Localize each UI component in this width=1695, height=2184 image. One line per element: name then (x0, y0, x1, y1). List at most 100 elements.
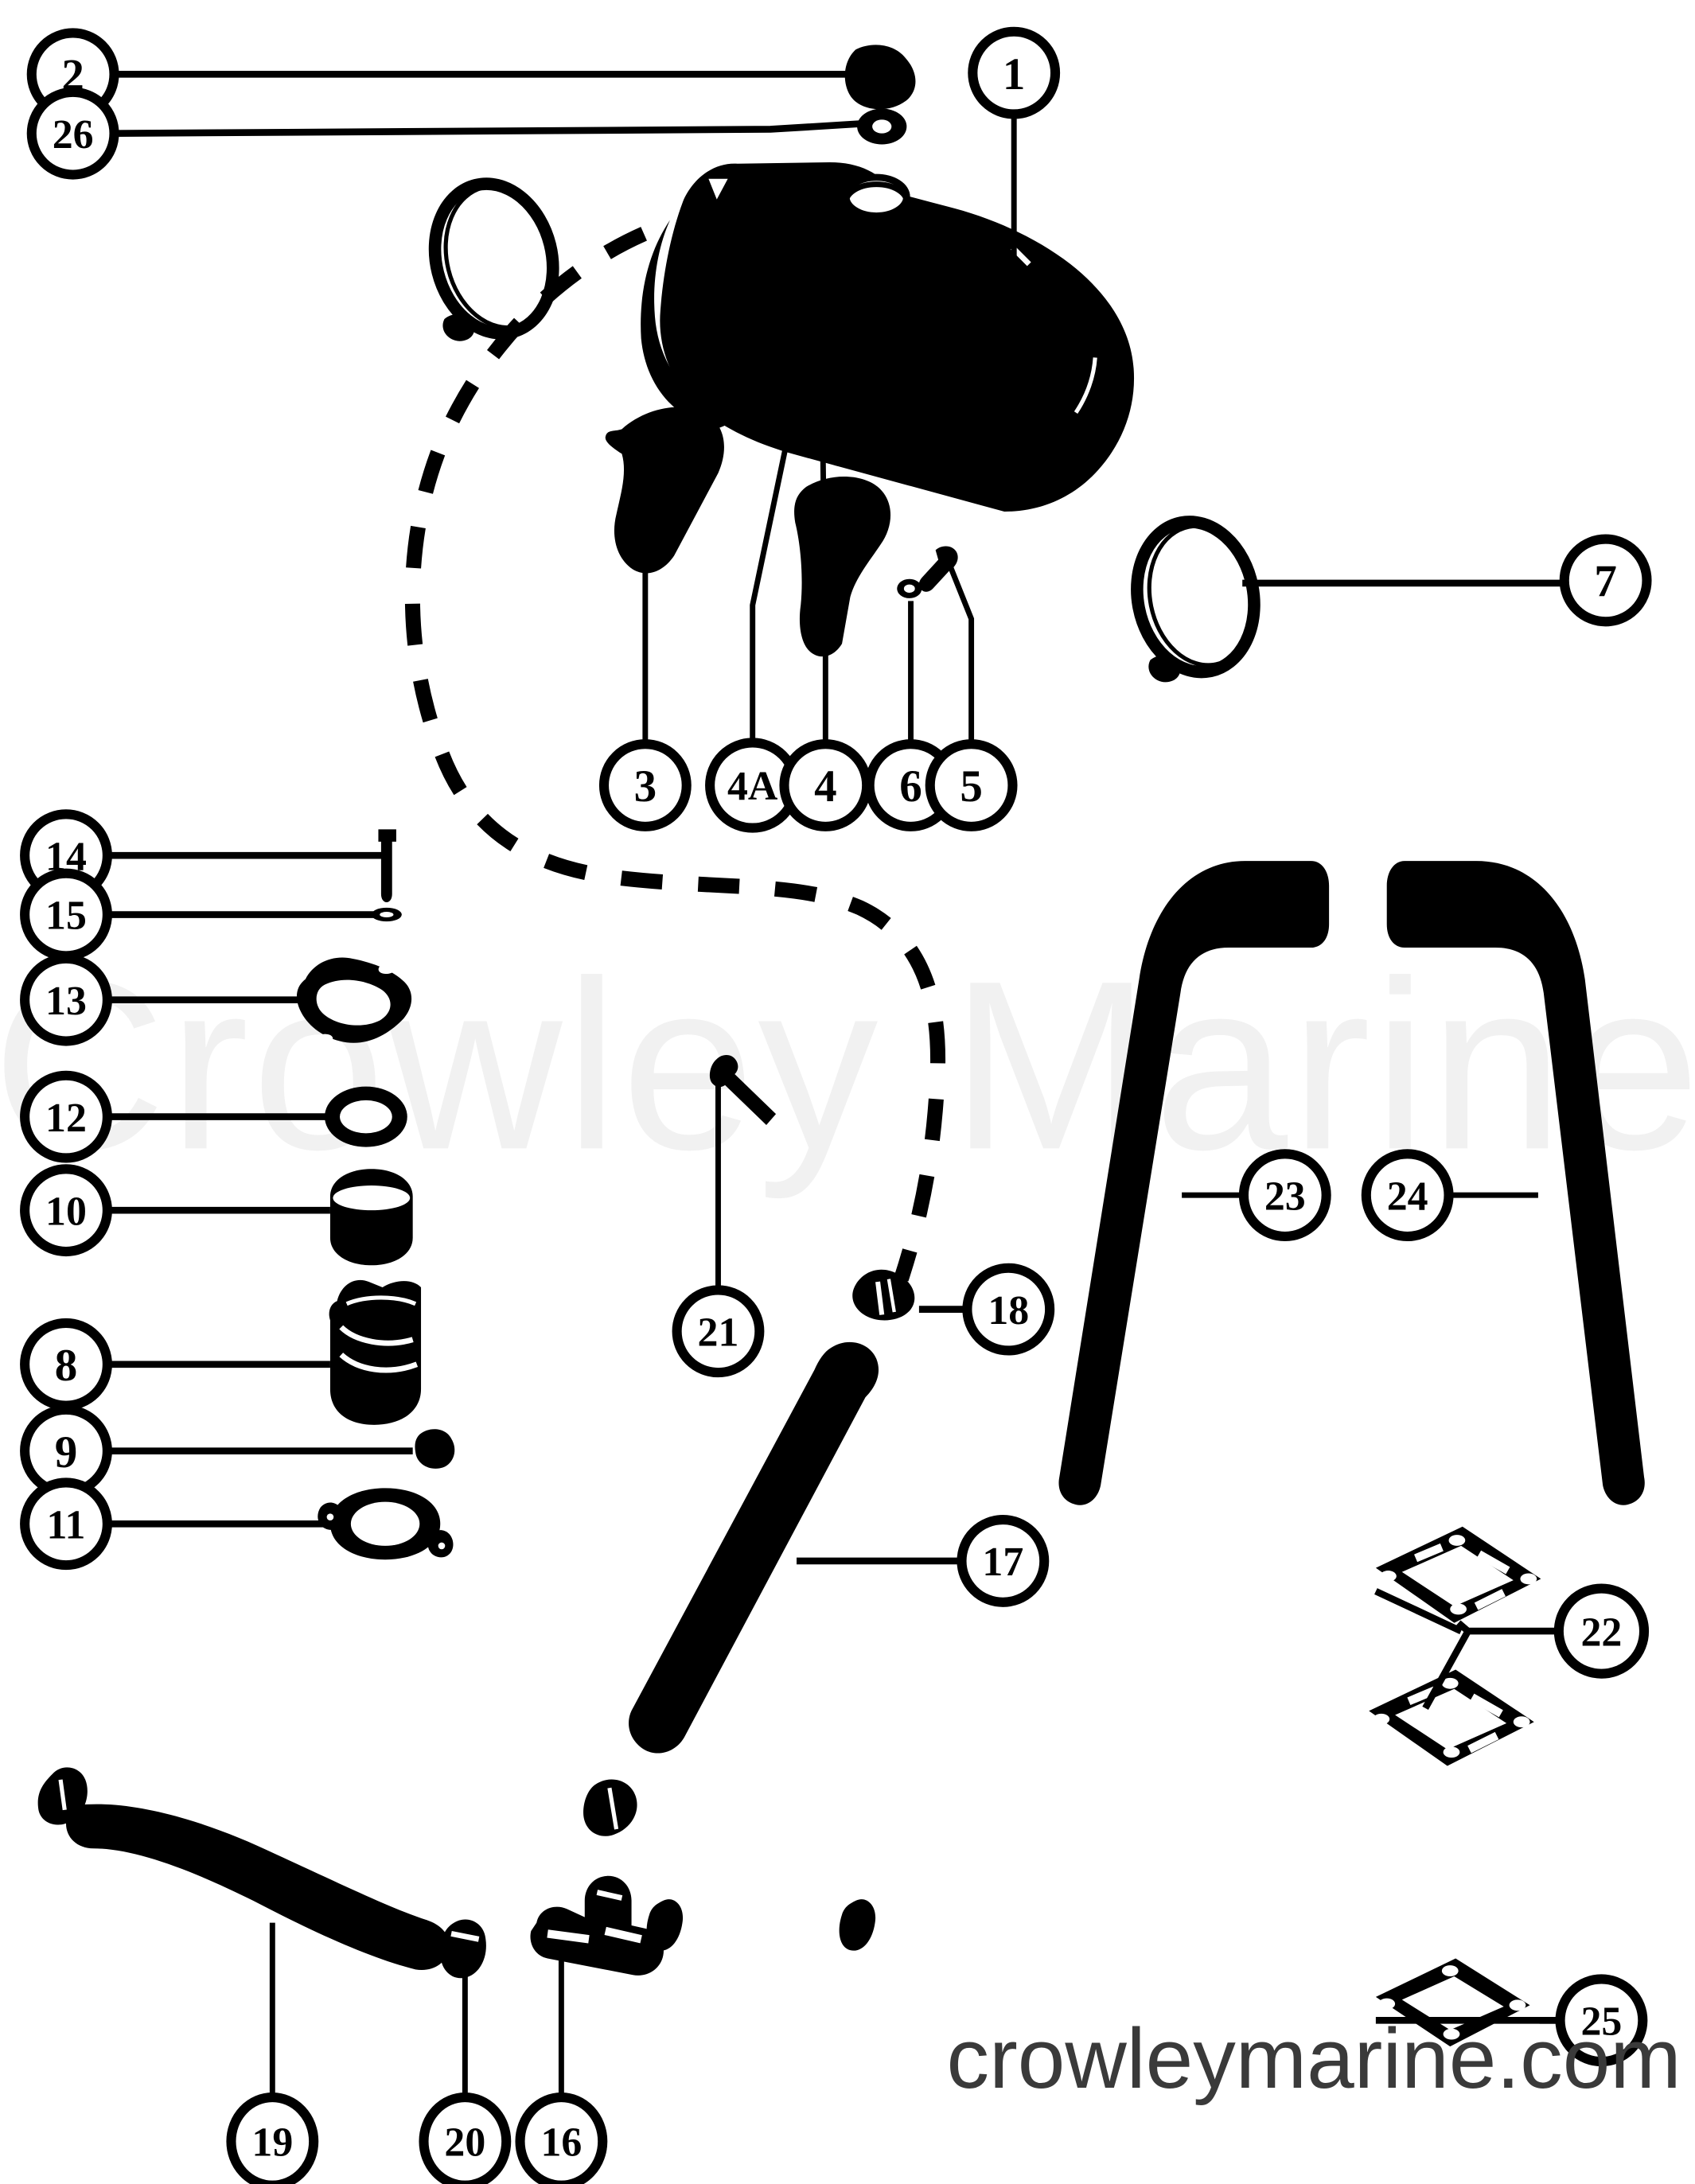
part-flapper-4 (794, 476, 891, 657)
callout-13-gasket-label: 13 (45, 979, 87, 1024)
callout-3-flapper[interactable]: 3 (598, 739, 692, 831)
part-flapper-upper-right (820, 388, 896, 467)
callout-23-hose-label: 23 (1264, 1174, 1306, 1219)
callout-9-plug-label: 9 (55, 1427, 78, 1477)
callout-4-flapper-label: 4 (814, 761, 837, 812)
callout-10-sleeve-label: 10 (45, 1189, 87, 1234)
callout-11-gasket-circle (20, 1477, 112, 1571)
callout-26-washer-circle (26, 87, 119, 180)
callout-20-clamp-label: 20 (444, 2120, 485, 2166)
callout-23-hose[interactable]: 23 (1238, 1149, 1331, 1242)
callout-4a-flapper-label: 4A (727, 764, 778, 809)
callout-1-exhaust-manifold-circle (968, 26, 1061, 119)
callout-11-gasket[interactable]: 11 (20, 1477, 112, 1571)
part-drain-plug (844, 45, 916, 110)
leader-26 (114, 120, 860, 137)
callout-16-fitting[interactable]: 16 (515, 2093, 608, 2184)
part-housing-screw (378, 829, 396, 902)
part-thermostat (329, 1279, 422, 1425)
watermark-layer: Crowley Marine (0, 931, 1695, 1201)
callout-23-hose-circle (1238, 1149, 1331, 1242)
callout-18-clamp[interactable]: 18 (962, 1263, 1055, 1356)
callout-16-fitting-circle (515, 2093, 608, 2184)
callout-26-washer-label: 26 (53, 112, 94, 158)
callout-13-gasket-circle (20, 953, 112, 1046)
leader-22b (1374, 1588, 1463, 1635)
callout-19-hose-label: 19 (251, 2120, 293, 2166)
part-water-hose-curved (65, 1804, 450, 1971)
callout-22-gasket-circle (1553, 1583, 1650, 1679)
part-hose-clamp-lower (440, 1919, 486, 1979)
part-elbow-gasket-lower (1369, 1669, 1534, 1766)
callout-21-screw[interactable]: 21 (672, 1285, 765, 1378)
callout-15-washer[interactable]: 15 (20, 868, 112, 961)
watermark-crowley-marine: Crowley Marine (0, 931, 1695, 1201)
part-manifold-gasket-ring (1131, 516, 1261, 683)
callout-4-flapper[interactable]: 4 (779, 739, 872, 831)
callout-24-hose-circle (1361, 1149, 1454, 1242)
callout-7-gasket-ring[interactable]: 7 (1559, 534, 1652, 627)
part-housing-washer (371, 907, 402, 922)
part-sealing-washer (857, 108, 907, 145)
callout-1-exhaust-manifold[interactable]: 1 (968, 26, 1061, 119)
callout-20-clamp[interactable]: 20 (419, 2093, 512, 2184)
callout-5-screw-circle (925, 739, 1018, 831)
callout-10-sleeve-circle (20, 1164, 112, 1257)
part-water-hose-long (629, 1341, 879, 1754)
callout-17-hose-circle (957, 1515, 1050, 1607)
part-long-screw (709, 1055, 777, 1125)
callout-12-o-ring[interactable]: 12 (20, 1070, 112, 1163)
part-thermostat-gasket (318, 1488, 454, 1560)
callout-5-screw-label: 5 (960, 761, 983, 812)
callout-22-gasket[interactable]: 22 (1553, 1583, 1650, 1679)
part-elbow-gasket-upper (1375, 1526, 1541, 1623)
callout-11-gasket-label: 11 (46, 1503, 85, 1548)
callout-26-washer[interactable]: 26 (26, 87, 119, 180)
callout-6-washer-label: 6 (899, 761, 922, 812)
callout-7-gasket-ring-circle (1559, 534, 1652, 627)
footer-site-text: crowleymarine.com (946, 2011, 1681, 2106)
callout-3-flapper-circle (598, 739, 692, 831)
callout-17-hose[interactable]: 17 (957, 1515, 1050, 1607)
callout-8-thermostat-label: 8 (55, 1341, 78, 1391)
callout-19-hose[interactable]: 19 (226, 2093, 319, 2184)
part-small-clamp-b (839, 1899, 876, 1951)
part-exhaust-hose-right (1386, 861, 1645, 1505)
callout-12-o-ring-circle (20, 1070, 112, 1163)
part-exhaust-hose-left (1058, 861, 1330, 1505)
leader-22 (1422, 1620, 1559, 1711)
callout-4a-flapper[interactable]: 4A (705, 738, 801, 833)
part-manifold-ring-left (428, 177, 559, 341)
part-thermostat-plug (415, 1429, 455, 1469)
callout-7-gasket-ring-label: 7 (1594, 557, 1617, 607)
callout-12-o-ring-label: 12 (45, 1096, 87, 1141)
part-small-clamp-a (646, 1899, 684, 1951)
part-hose-clamp-upper (852, 1269, 915, 1321)
callout-19-hose-circle (226, 2093, 319, 2184)
callout-21-screw-circle (672, 1285, 765, 1378)
callout-25-gasket[interactable]: 25 (1555, 1974, 1648, 2067)
callout-25-gasket-circle (1555, 1974, 1648, 2067)
callout-15-washer-label: 15 (45, 893, 87, 939)
callout-8-thermostat[interactable]: 8 (20, 1318, 112, 1411)
part-housing-gasket (296, 957, 412, 1045)
callout-24-hose-label: 24 (1387, 1174, 1428, 1219)
callout-13-gasket[interactable]: 13 (20, 953, 112, 1046)
leader-4a (750, 401, 798, 745)
callout-10-sleeve[interactable]: 10 (20, 1164, 112, 1257)
callout-25-gasket-label: 25 (1581, 1999, 1623, 2045)
part-flapper-3 (605, 407, 724, 574)
callout-16-fitting-label: 16 (540, 2120, 582, 2166)
callout-1-exhaust-manifold-label: 1 (1003, 49, 1026, 99)
part-flapper-screw (918, 546, 958, 592)
callout-21-screw-label: 21 (698, 1310, 739, 1356)
callout-18-clamp-circle (962, 1263, 1055, 1356)
callout-24-hose[interactable]: 24 (1361, 1149, 1454, 1242)
callout-20-clamp-circle (419, 2093, 512, 2184)
leader-5 (946, 563, 975, 745)
callout-5-screw[interactable]: 5 (925, 739, 1018, 831)
assembly-dashed-path (404, 227, 946, 1282)
